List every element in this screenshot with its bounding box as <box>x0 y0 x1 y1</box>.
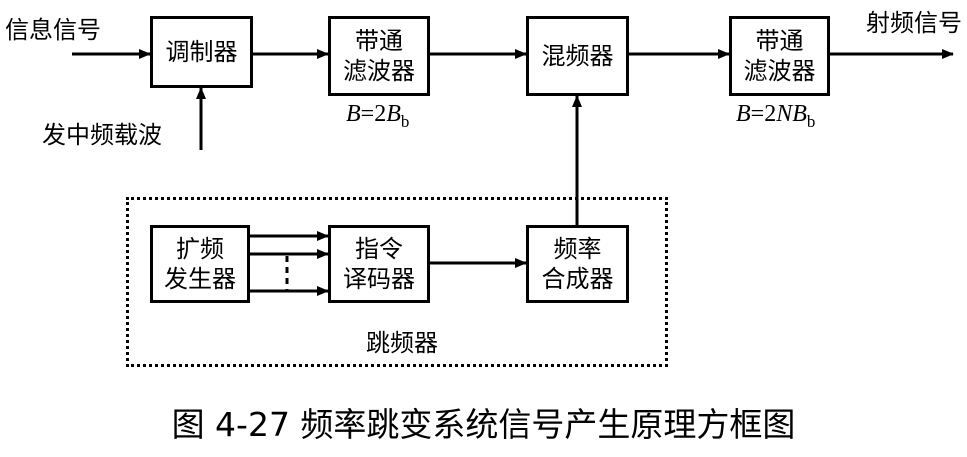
spread-generator-block: 扩频 发生器 <box>150 225 250 303</box>
bpf2-bandwidth-formula: B=2NBb <box>736 100 815 136</box>
mixer-label: 混频器 <box>541 42 614 70</box>
bpf2-formula-eq: =2 <box>750 101 777 127</box>
bpf1-formula-lhs: B <box>346 101 361 127</box>
bpf1-formula-eq: =2 <box>360 101 387 127</box>
synth-label-line2: 合成器 <box>541 265 614 293</box>
frequency-synthesizer-block: 频率 合成器 <box>526 225 629 303</box>
hopper-label: 跳频器 <box>366 329 438 357</box>
bpf2-formula-var: NB <box>776 101 807 127</box>
bpf1-bandwidth-formula: B=2Bb <box>346 100 409 136</box>
frequency-hopper-group <box>126 197 668 367</box>
bpf1-formula-sub: b <box>400 111 410 131</box>
bpf1-formula-var: B <box>386 101 401 127</box>
spread-gen-label-line1: 扩频 <box>176 235 224 263</box>
spread-gen-label-line2: 发生器 <box>164 265 236 293</box>
modulator-label: 调制器 <box>165 38 238 66</box>
bpf1-label-line2: 滤波器 <box>343 57 415 85</box>
mixer-block: 混频器 <box>526 16 629 96</box>
bpf1-label-line1: 带通 <box>355 27 403 55</box>
modulator-block: 调制器 <box>150 16 253 88</box>
rf-signal-label: 射频信号 <box>866 9 962 37</box>
bpf2-formula-lhs: B <box>736 101 751 127</box>
command-decoder-block: 指令 译码器 <box>328 225 430 303</box>
figure-caption: 图 4-27 频率跳变系统信号产生原理方框图 <box>171 405 796 444</box>
bpf2-label-line2: 滤波器 <box>743 57 816 85</box>
bandpass-filter-2-block: 带通 滤波器 <box>729 16 830 96</box>
decoder-label-line1: 指令 <box>355 235 403 263</box>
bpf2-formula-sub: b <box>806 111 816 131</box>
info-signal-label: 信息信号 <box>5 16 101 44</box>
synth-label-line1: 频率 <box>553 235 602 263</box>
if-carrier-label: 发中频载波 <box>42 121 162 149</box>
bpf2-label-line1: 带通 <box>755 27 804 55</box>
bandpass-filter-1-block: 带通 滤波器 <box>328 16 430 96</box>
decoder-label-line2: 译码器 <box>343 265 415 293</box>
